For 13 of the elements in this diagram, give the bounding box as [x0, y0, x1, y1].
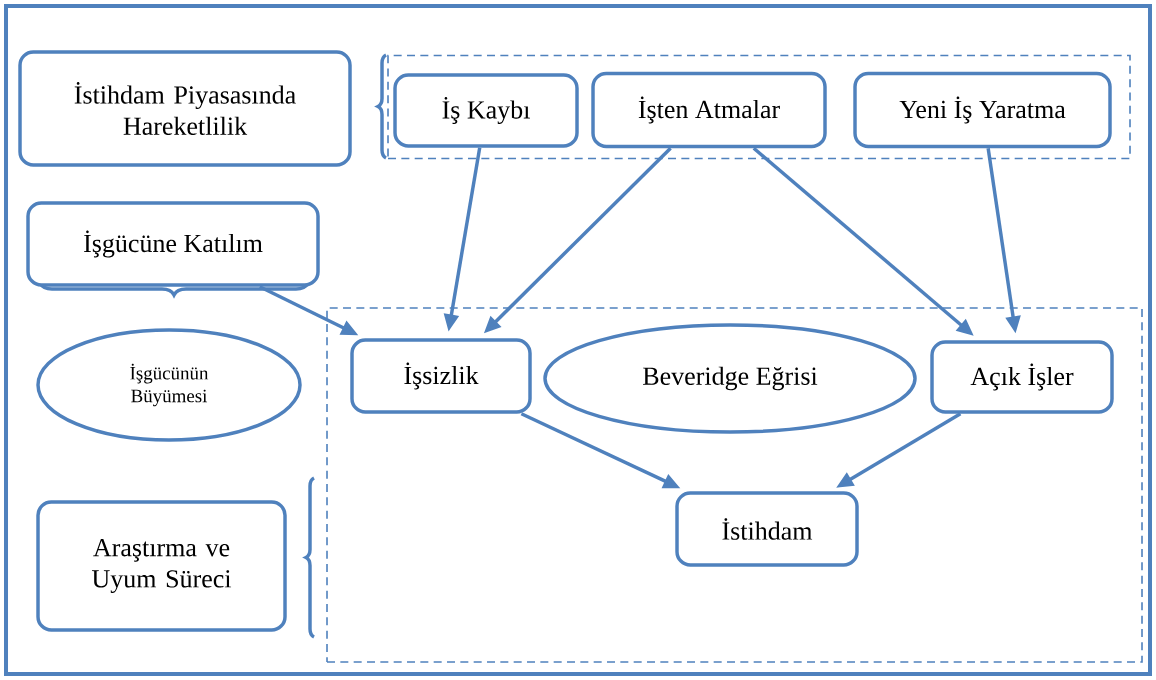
dashed-group-box — [387, 54, 1131, 160]
ellipse-node: Beveridge Eğrisi — [543, 323, 917, 434]
ellipse-node: İşgücünün Büyümesi — [36, 328, 302, 442]
rounded-box: İstihdam — [675, 491, 859, 567]
rounded-box: İşten Atmalar — [591, 71, 827, 149]
rounded-box: İstihdam Piyasasında Hareketlilik — [18, 50, 352, 167]
rounded-box: Araştırma ve Uyum Süreci — [36, 500, 287, 632]
dashed-group-box — [326, 307, 1143, 663]
rounded-box: İşgücüne Katılım — [26, 201, 320, 287]
rounded-box: Yeni İş Yaratma — [853, 71, 1112, 149]
rounded-box: Açık İşler — [930, 340, 1114, 414]
rounded-box: İşsizlik — [350, 338, 532, 414]
rounded-box: İş Kaybı — [393, 73, 579, 148]
